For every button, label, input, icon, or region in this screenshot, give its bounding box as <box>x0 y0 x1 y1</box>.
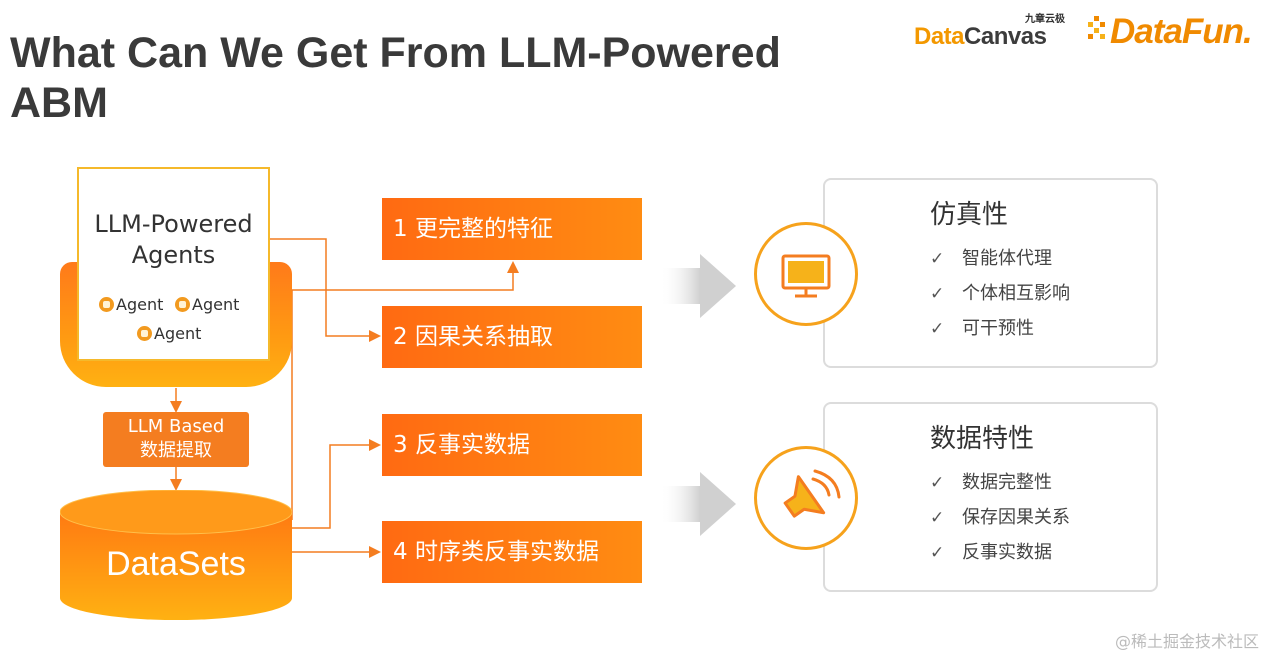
datacanvas-logo: 九章云极 DataCanvas <box>914 10 1069 50</box>
llm-extraction-box: LLM Based 数据提取 <box>103 412 249 467</box>
panel-item: 反事实数据 <box>930 542 1070 577</box>
panel-item: 智能体代理 <box>930 248 1070 283</box>
datafun-mark-icon <box>1088 16 1105 39</box>
datacanvas-logo-canvas: Canvas <box>964 23 1047 50</box>
datasets-cylinder <box>60 490 292 620</box>
link-datasets-to-feature-1 <box>291 261 519 520</box>
datasets-label: DataSets <box>106 545 246 583</box>
feature-bar-2: 2 因果关系抽取 <box>382 306 642 368</box>
agent-icon <box>175 297 190 312</box>
grey-arrow-lower <box>660 472 736 536</box>
agent-icon <box>99 297 114 312</box>
panel-item: 保存因果关系 <box>930 507 1070 542</box>
data-characteristics-panel: 数据特性 数据完整性 保存因果关系 反事实数据 <box>823 402 1158 592</box>
agent-icon <box>137 326 152 341</box>
link-datasets-to-feature-3 <box>292 439 381 529</box>
panel-title: 数据特性 <box>930 424 1035 454</box>
extraction-line2: 数据提取 <box>140 440 212 461</box>
simulation-panel: 仿真性 智能体代理 个体相互影响 可干预性 <box>823 178 1158 368</box>
feature-bar-3: 3 反事实数据 <box>382 414 642 476</box>
watermark: @稀土掘金技术社区 <box>1114 632 1259 651</box>
speaker-icon <box>754 446 858 550</box>
panel-item: 可干预性 <box>930 318 1070 353</box>
agent-chip: Agent <box>175 295 239 314</box>
monitor-icon <box>754 222 858 326</box>
panel-list: 数据完整性 保存因果关系 反事实数据 <box>930 472 1070 577</box>
datacanvas-logo-data: Data <box>914 23 965 50</box>
agent-chip: Agent <box>99 295 163 314</box>
feature-bar-4: 4 时序类反事实数据 <box>382 521 642 583</box>
panel-title: 仿真性 <box>930 200 1009 230</box>
grey-arrow-upper <box>660 254 736 318</box>
datacanvas-logo-cn: 九章云极 <box>1025 14 1065 25</box>
agent-chip: Agent <box>137 324 201 343</box>
panel-item: 个体相互影响 <box>930 283 1070 318</box>
datafun-logo: DataFun. <box>1088 8 1263 51</box>
agents-box-title-line2: Agents <box>131 241 216 269</box>
panel-item: 数据完整性 <box>930 472 1070 507</box>
link-agents-to-feature-2 <box>270 238 381 342</box>
feature-bar-1: 1 更完整的特征 <box>382 198 642 260</box>
extraction-line1: LLM Based <box>127 416 225 437</box>
datafun-logo-text: DataFun. <box>1110 12 1253 51</box>
llm-agents-box: LLM-Powered Agents Agent Agent Agent <box>77 167 270 361</box>
agents-box-title-line1: LLM-Powered <box>94 210 253 238</box>
panel-list: 智能体代理 个体相互影响 可干预性 <box>930 248 1070 353</box>
slide-title: What Can We Get From LLM-Powered ABM <box>10 29 781 127</box>
